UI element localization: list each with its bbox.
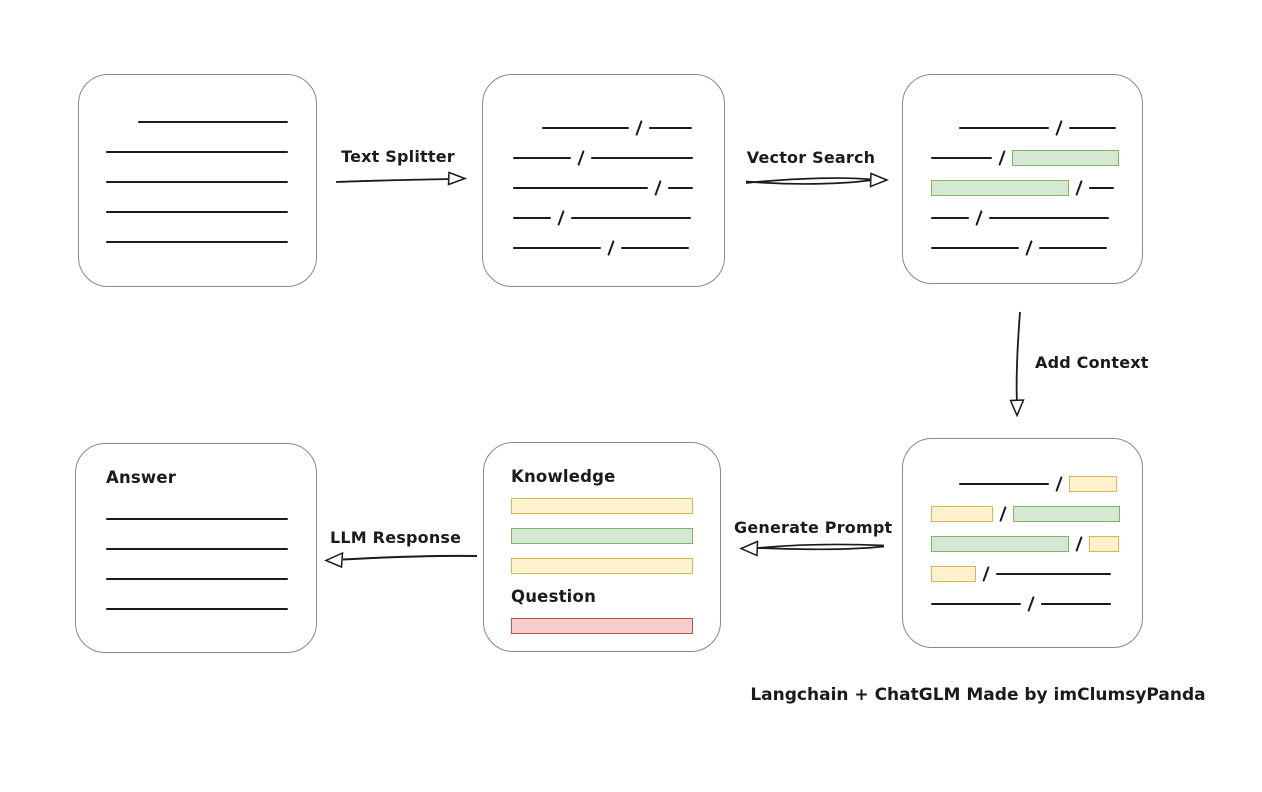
text-line <box>931 247 1019 249</box>
green-chunk <box>1013 506 1120 522</box>
context-chunks-box <box>902 438 1143 648</box>
text-line <box>106 518 288 520</box>
llm-response-arrow <box>324 551 478 569</box>
green-chunk <box>931 536 1069 552</box>
text-splitter-label: Text Splitter <box>341 147 455 166</box>
yellow-chunk <box>931 506 993 522</box>
text-line <box>513 187 648 189</box>
answer-box: Answer <box>75 443 317 653</box>
text-line <box>106 181 288 183</box>
text-line <box>931 217 969 219</box>
box-label: Answer <box>106 467 177 487</box>
slash-separator <box>975 210 983 226</box>
slash-separator <box>1025 240 1033 256</box>
text-line <box>542 127 629 129</box>
source-document-box <box>78 74 317 287</box>
add-context-label: Add Context <box>1035 353 1149 372</box>
text-line <box>571 217 691 219</box>
slash-separator <box>982 566 990 582</box>
yellow-chunk <box>1069 476 1117 492</box>
slash-separator <box>998 150 1006 166</box>
red-chunk <box>511 618 693 634</box>
text-line <box>106 608 288 610</box>
split-chunks-box <box>482 74 725 287</box>
slash-separator <box>654 180 662 196</box>
text-line <box>996 573 1111 575</box>
slash-separator <box>1027 596 1035 612</box>
yellow-chunk <box>1089 536 1119 552</box>
text-line <box>106 151 288 153</box>
text-line <box>138 121 288 123</box>
text-line <box>959 483 1049 485</box>
text-splitter-arrow <box>335 171 468 186</box>
slash-separator <box>577 150 585 166</box>
text-line <box>668 187 693 189</box>
text-line <box>931 603 1021 605</box>
text-line <box>649 127 692 129</box>
text-line <box>931 157 992 159</box>
text-line <box>106 211 288 213</box>
text-line <box>513 217 551 219</box>
matched-chunks-box <box>902 74 1143 284</box>
text-line <box>591 157 693 159</box>
box-label: Knowledge <box>511 466 616 486</box>
text-line <box>1041 603 1111 605</box>
slash-separator <box>1075 180 1083 196</box>
slash-separator <box>635 120 643 136</box>
yellow-chunk <box>931 566 976 582</box>
generate-prompt-arrow <box>739 540 885 557</box>
box-label: Question <box>511 586 597 606</box>
slash-separator <box>999 506 1007 522</box>
slash-separator <box>1075 536 1083 552</box>
text-line <box>106 241 288 243</box>
green-chunk <box>511 528 693 544</box>
generate-prompt-label: Generate Prompt <box>734 518 893 537</box>
caption: Langchain + ChatGLM Made by imClumsyPand… <box>750 685 1206 705</box>
slash-separator <box>1055 476 1063 492</box>
text-line <box>106 548 288 550</box>
text-line <box>513 157 571 159</box>
text-line <box>513 247 601 249</box>
green-chunk <box>931 180 1069 196</box>
yellow-chunk <box>511 498 693 514</box>
slash-separator <box>607 240 615 256</box>
text-line <box>1069 127 1116 129</box>
slash-separator <box>557 210 565 226</box>
llm-response-label: LLM Response <box>330 528 462 547</box>
text-line <box>621 247 689 249</box>
slash-separator <box>1055 120 1063 136</box>
vector-search-label: Vector Search <box>746 148 876 167</box>
add-context-arrow <box>1009 311 1025 418</box>
text-line <box>1089 187 1114 189</box>
text-line <box>959 127 1049 129</box>
text-line <box>1039 247 1107 249</box>
text-line <box>106 578 288 580</box>
text-line <box>989 217 1109 219</box>
yellow-chunk <box>511 558 693 574</box>
green-chunk <box>1012 150 1119 166</box>
vector-search-arrow <box>745 172 890 188</box>
